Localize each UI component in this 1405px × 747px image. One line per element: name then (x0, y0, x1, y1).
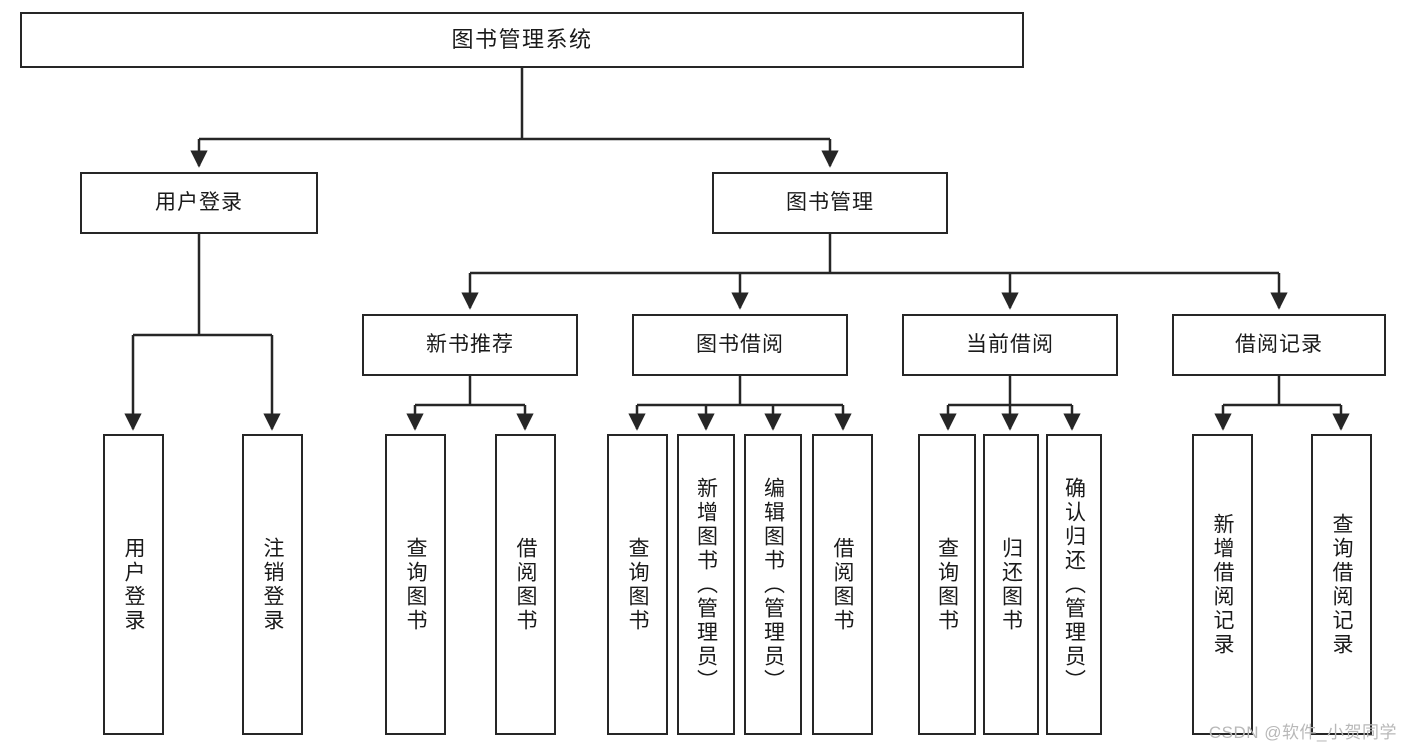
node-user-login[interactable]: 用户登录 (80, 172, 318, 234)
leaf-query-book-borrow[interactable]: 查询图书 (607, 434, 668, 735)
node-book-management[interactable]: 图书管理 (712, 172, 948, 234)
leaf-borrow-book-recommend[interactable]: 借阅图书 (495, 434, 556, 735)
node-label: 新书推荐 (426, 332, 514, 356)
node-label: 归还图书 (999, 536, 1023, 633)
node-label: 注销登录 (261, 536, 284, 633)
node-label: 确认归还（管理员） (1062, 476, 1086, 693)
watermark: CSDN @软件_小贺同学 (1208, 723, 1397, 742)
node-root-book-management-system[interactable]: 图书管理系统 (20, 12, 1024, 68)
leaf-return-book[interactable]: 归还图书 (983, 434, 1039, 735)
node-label: 新增图书（管理员） (694, 476, 718, 693)
leaf-edit-book-admin[interactable]: 编辑图书（管理员） (744, 434, 802, 735)
leaf-confirm-return-admin[interactable]: 确认归还（管理员） (1046, 434, 1102, 735)
node-label: 图书管理系统 (451, 27, 593, 53)
node-label: 借阅图书 (514, 536, 537, 633)
node-label: 借阅图书 (831, 536, 854, 633)
node-current-borrowing[interactable]: 当前借阅 (902, 314, 1118, 376)
node-borrowing-record[interactable]: 借阅记录 (1172, 314, 1386, 376)
leaf-user-login[interactable]: 用户登录 (103, 434, 164, 735)
node-label: 用户登录 (122, 536, 145, 633)
leaf-logout[interactable]: 注销登录 (242, 434, 303, 735)
node-label: 当前借阅 (966, 332, 1054, 356)
node-label: 编辑图书（管理员） (761, 476, 785, 693)
leaf-query-book-recommend[interactable]: 查询图书 (385, 434, 446, 735)
node-label: 查询图书 (935, 536, 959, 633)
leaf-borrow-book[interactable]: 借阅图书 (812, 434, 873, 735)
leaf-query-book-current[interactable]: 查询图书 (918, 434, 976, 735)
node-label: 新增借阅记录 (1211, 512, 1234, 657)
node-book-borrowing[interactable]: 图书借阅 (632, 314, 848, 376)
node-label: 查询图书 (626, 536, 649, 633)
node-label: 图书管理 (786, 190, 874, 214)
node-new-book-recommendation[interactable]: 新书推荐 (362, 314, 578, 376)
node-label: 图书借阅 (696, 332, 784, 356)
leaf-query-borrow-record[interactable]: 查询借阅记录 (1311, 434, 1372, 735)
leaf-add-book-admin[interactable]: 新增图书（管理员） (677, 434, 735, 735)
node-label: 查询图书 (404, 536, 427, 633)
node-label: 借阅记录 (1235, 332, 1323, 356)
node-label: 查询借阅记录 (1330, 512, 1353, 657)
node-label: 用户登录 (155, 190, 243, 214)
leaf-add-borrow-record[interactable]: 新增借阅记录 (1192, 434, 1253, 735)
